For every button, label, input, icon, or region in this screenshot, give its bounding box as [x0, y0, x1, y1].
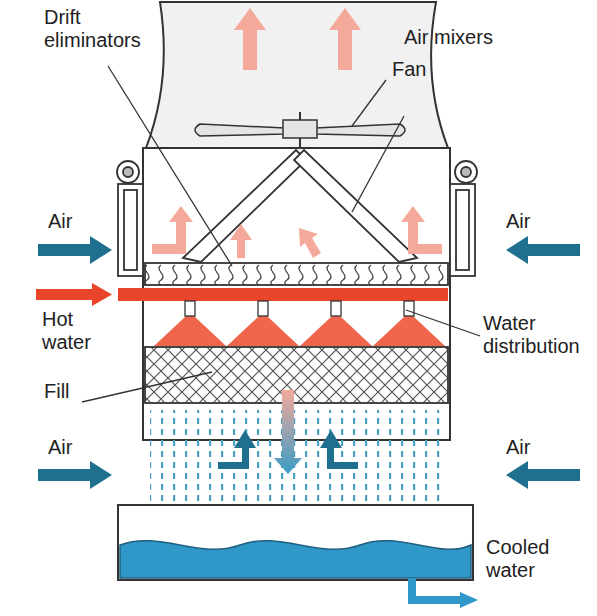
nozzle	[258, 301, 268, 316]
exhaust-arrow	[329, 8, 361, 70]
drift-eliminator	[145, 263, 448, 285]
part-label: Hot water	[42, 308, 112, 354]
hot-water-arrow	[36, 283, 112, 306]
part-label: Air	[506, 436, 556, 459]
spray-cone	[227, 316, 299, 346]
part-label: Water distribution	[483, 312, 593, 358]
basin-water	[120, 541, 471, 578]
exhaust-arrow	[234, 8, 266, 70]
outlet-arrow	[460, 592, 478, 608]
fan	[195, 112, 405, 148]
nozzle	[185, 301, 195, 316]
spray-cone	[154, 316, 226, 346]
part-label: Drift eliminators	[44, 6, 156, 52]
outlet-pipe	[412, 578, 462, 600]
hot-water-pipe	[118, 288, 448, 301]
air-flow-arrow	[152, 206, 442, 258]
fill-media	[145, 347, 448, 403]
part-label: Air mixers	[404, 26, 514, 49]
nozzle	[404, 301, 414, 316]
part-label: Fan	[392, 58, 452, 81]
part-label: Cooled water	[486, 536, 591, 582]
air-mixer	[183, 150, 417, 262]
air-updraft-arrow	[218, 430, 358, 469]
water-basin	[118, 505, 473, 580]
part-label: Air	[48, 210, 98, 233]
part-label: Fill	[44, 380, 94, 403]
air-inlet-arrow	[38, 236, 580, 489]
water-spray	[154, 301, 445, 346]
part-label: Air	[48, 436, 98, 459]
spray-cone	[300, 316, 372, 346]
nozzle	[331, 301, 341, 316]
water-flow-arrow	[274, 390, 302, 474]
leader-line	[82, 66, 480, 402]
louvre-frame	[117, 161, 477, 276]
part-label: Air	[506, 210, 556, 233]
